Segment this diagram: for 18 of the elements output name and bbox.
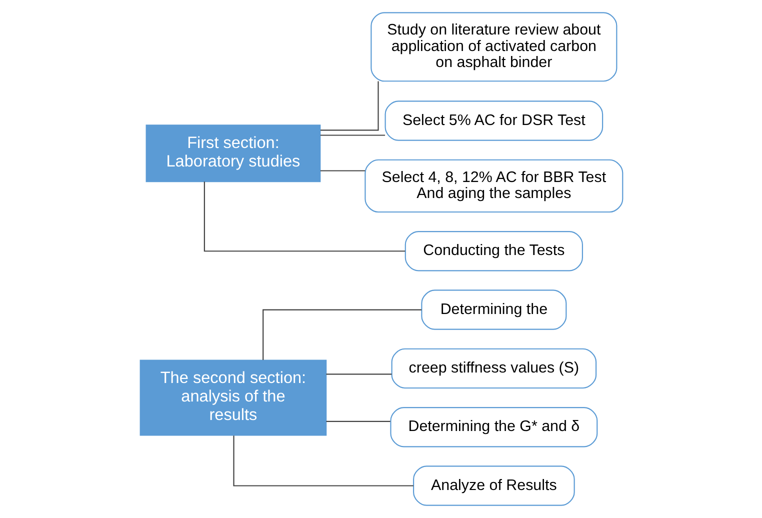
node-box: creep stiffness values (S) (390, 348, 596, 389)
connector (320, 134, 385, 136)
connector (326, 420, 390, 422)
connector (326, 374, 392, 375)
node-box: First section: Laboratory studies (145, 124, 320, 182)
node-box: The second section: analysis of the results (139, 360, 326, 436)
connector (262, 309, 422, 360)
connector (232, 436, 413, 486)
node-box: Select 4, 8, 12% AC for BBR Test And aging the samples (364, 159, 623, 213)
node-box: Determining the G* and δ (390, 407, 598, 448)
connector (320, 81, 378, 131)
node-box: Determining the (420, 290, 566, 330)
node-box: Study on literature review about application of activated carbon on asphalt binder (370, 12, 617, 82)
node-box: Analyze of Results (412, 466, 574, 506)
connector (320, 170, 365, 172)
node-box: Conducting the Tests (404, 231, 582, 272)
connector (203, 182, 405, 252)
node-box: Select 5% AC for DSR Test (384, 100, 603, 141)
